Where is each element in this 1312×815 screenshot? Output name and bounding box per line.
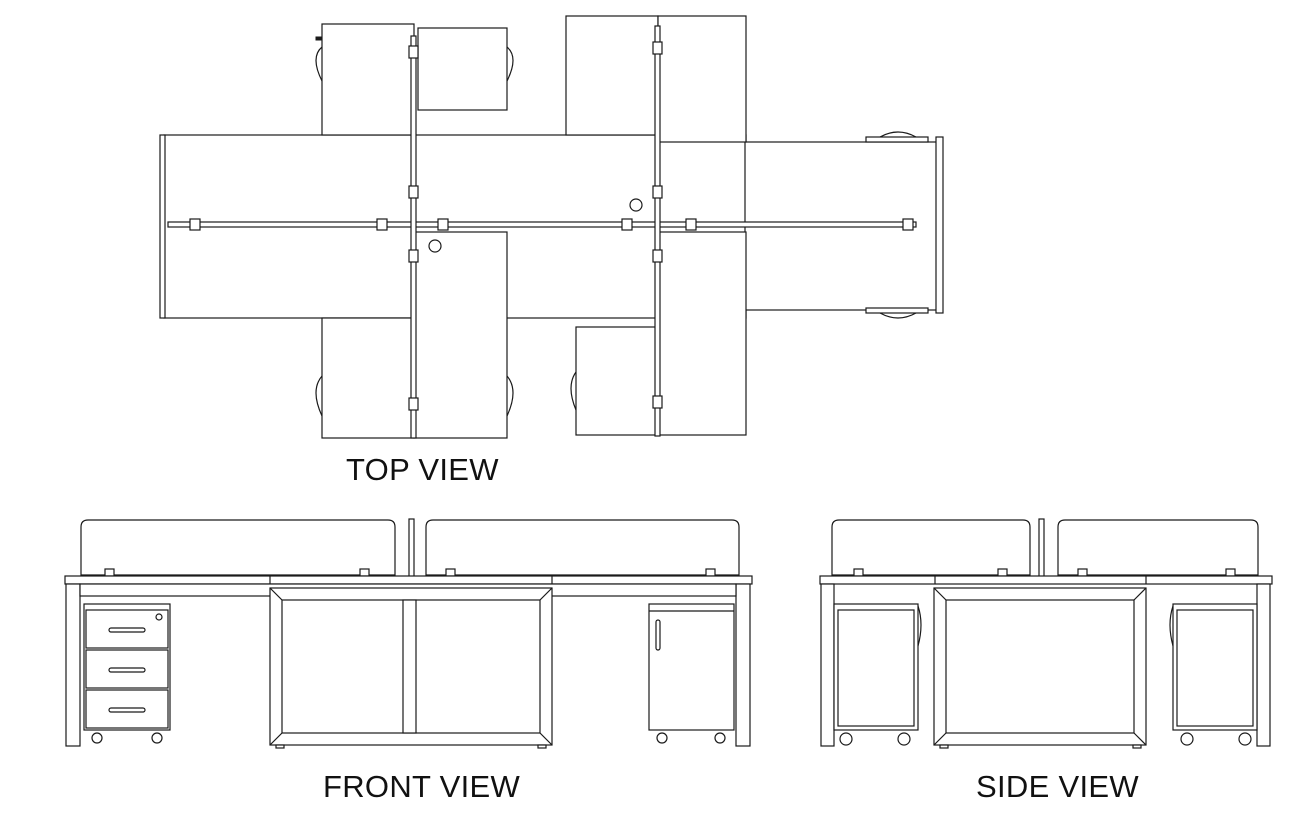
top-caster-bar bbox=[865, 136, 929, 143]
top-caster-bar bbox=[865, 307, 929, 314]
top-screen-vertical-right bbox=[654, 25, 661, 437]
side-screen-left bbox=[831, 519, 1031, 576]
top-caster bbox=[315, 375, 323, 417]
top-slab-upper-left bbox=[321, 23, 415, 136]
top-screen-brackets bbox=[189, 41, 914, 411]
front-view-elevation bbox=[64, 518, 753, 749]
top-grommet bbox=[428, 239, 442, 253]
front-screen-left bbox=[80, 519, 396, 576]
side-view-elevation bbox=[819, 518, 1273, 749]
top-pedestal-upper bbox=[417, 27, 508, 111]
top-slab-lower-left-a bbox=[321, 317, 415, 439]
top-end-panel-left bbox=[159, 134, 166, 319]
top-caster bbox=[315, 46, 323, 82]
front-desktop bbox=[64, 575, 753, 585]
front-leg-right bbox=[735, 583, 751, 747]
top-caster bbox=[879, 312, 917, 319]
side-leg-right bbox=[1256, 583, 1271, 747]
side-leg-left bbox=[820, 583, 835, 747]
top-caster bbox=[570, 371, 577, 411]
top-caster bbox=[879, 131, 917, 138]
front-door-pedestal bbox=[648, 603, 735, 731]
side-view-label: SIDE VIEW bbox=[976, 769, 1139, 804]
front-screen-divider bbox=[408, 518, 415, 578]
top-caster bbox=[506, 46, 514, 82]
top-center-screen bbox=[167, 221, 917, 228]
front-leg-left bbox=[65, 583, 81, 747]
front-view-label: FRONT VIEW bbox=[323, 769, 521, 804]
top-slab-upper-right-b bbox=[657, 15, 747, 143]
side-screen-divider bbox=[1038, 518, 1045, 578]
front-screen-right bbox=[425, 519, 740, 576]
side-desktop bbox=[819, 575, 1273, 585]
top-pedestal-lower bbox=[575, 326, 659, 436]
top-key bbox=[315, 36, 322, 41]
top-caster bbox=[506, 375, 514, 417]
top-view-label: TOP VIEW bbox=[346, 452, 499, 487]
top-screen-vertical-left bbox=[410, 35, 417, 439]
top-grommet bbox=[629, 198, 643, 212]
top-slab-upper-right-a bbox=[565, 15, 659, 136]
top-slab-lower-right bbox=[657, 231, 747, 436]
top-view-plan bbox=[159, 15, 944, 439]
top-end-panel-right bbox=[935, 136, 944, 314]
top-slab-lower-left-b bbox=[413, 231, 508, 439]
side-screen-right bbox=[1057, 519, 1259, 576]
